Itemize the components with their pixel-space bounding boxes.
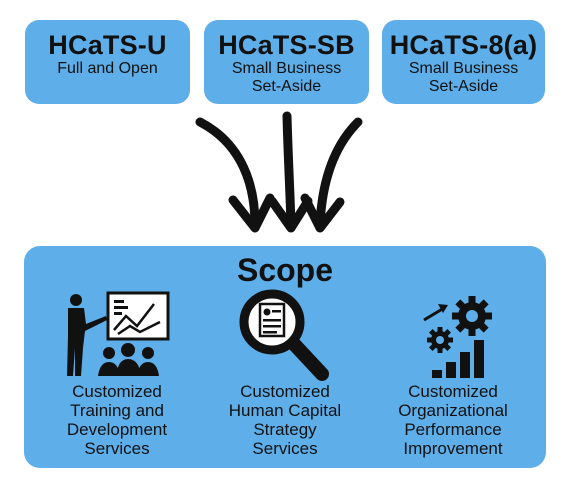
vehicle-box-hcats-u: HCaTS-U Full and Open xyxy=(25,20,190,104)
arrow-right xyxy=(315,117,363,230)
vehicle-subtitle: Small Business Set-Aside xyxy=(408,60,519,95)
arrow-middle xyxy=(282,111,296,230)
arrow-left xyxy=(195,117,260,230)
flow-arrows xyxy=(195,111,363,233)
service-label-organizational: Customized Organizational Performance Im… xyxy=(398,382,508,458)
arrow-left-head xyxy=(228,193,275,233)
gears-growth-chart-icon xyxy=(423,296,492,378)
scope-box: Scope xyxy=(24,246,546,468)
presentation-icon xyxy=(67,291,170,376)
vehicle-title: HCaTS-U xyxy=(48,30,167,60)
vehicle-subtitle: Full and Open xyxy=(57,60,158,77)
vehicle-title: HCaTS-8(a) xyxy=(389,30,538,60)
scope-title: Scope xyxy=(236,252,334,288)
vehicle-box-hcats-sb: HCaTS-SB Small Business Set-Aside xyxy=(204,20,369,104)
vehicle-box-hcats-8a: HCaTS-8(a) Small Business Set-Aside xyxy=(382,20,545,104)
vehicle-subtitle: Small Business Set-Aside xyxy=(231,60,342,95)
magnifier-document-icon xyxy=(239,289,329,381)
arrow-right-head xyxy=(300,193,345,233)
service-label-human-capital: Customized Human Capital Strategy Servic… xyxy=(228,382,342,458)
vehicle-title: HCaTS-SB xyxy=(218,30,355,60)
arrow-middle-head xyxy=(267,196,313,233)
service-label-training: Customized Training and Development Serv… xyxy=(66,382,168,458)
